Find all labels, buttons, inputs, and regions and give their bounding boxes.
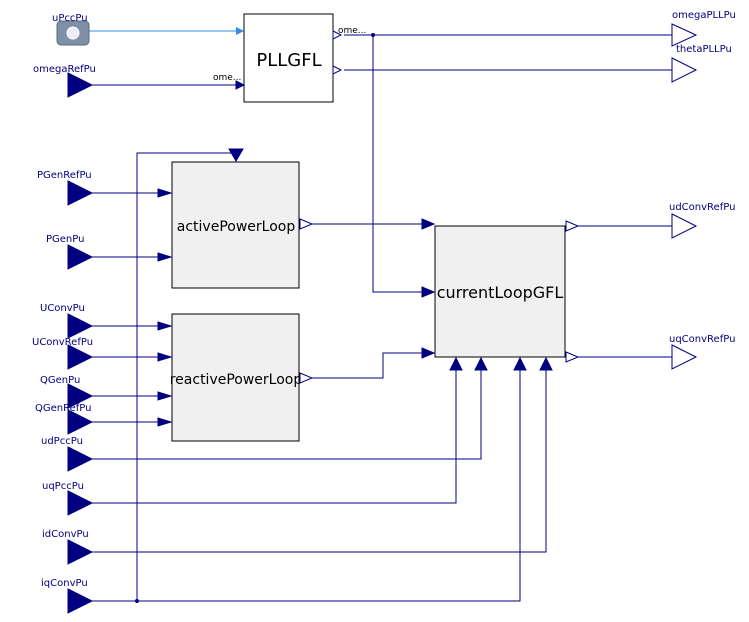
reactive-power-loop-block[interactable] (171, 313, 300, 442)
omegapll-label: omegaPLLPu (672, 10, 736, 21)
uconvref-label: UConvRefPu (32, 337, 93, 348)
current-udpcc-in-port (474, 356, 488, 371)
pgenref-connector[interactable] (67, 180, 94, 206)
pgen-label: PGenPu (46, 234, 84, 245)
wire-reactive-current (312, 352, 428, 379)
active-power-loop-title: activePowerLoop (177, 219, 296, 235)
current-uqpcc-in-port (449, 356, 463, 371)
uconvref-connector[interactable] (67, 344, 94, 370)
current-iqconv-in-port (513, 356, 527, 371)
omegaref-label: omegaRefPu (33, 64, 96, 75)
reactive-out-port (299, 372, 314, 384)
udpcc-label: udPccPu (41, 436, 83, 447)
omegaref-connector[interactable] (67, 72, 94, 98)
current-pref-in-port (421, 218, 436, 230)
qgenref-label: QGenRefPu (35, 403, 91, 414)
active-pgen-in-port (157, 252, 173, 262)
pll-block[interactable] (243, 13, 334, 103)
idconv-label: idConvPu (42, 529, 89, 540)
reactive-qgenref-in-port (157, 417, 173, 427)
pgenref-label: PGenRefPu (37, 170, 92, 181)
current-idconv-in-port (539, 356, 553, 371)
current-omega-in-port (421, 286, 436, 298)
active-power-loop-block[interactable] (171, 161, 300, 289)
pll-ome-in-label: ome... (213, 73, 241, 83)
thetapll-label: thetaPLLPu (676, 44, 732, 55)
pll-block-title: PLLGFL (256, 50, 321, 71)
active-omega-in-port (228, 148, 244, 162)
wire-iqconv (90, 370, 521, 602)
thetapll-connector[interactable] (671, 57, 698, 83)
pll-omega-out-port (332, 30, 343, 40)
pll-theta-out-port (332, 65, 343, 75)
wire-idconv (90, 370, 547, 553)
reactive-uconv-in-port (157, 321, 173, 331)
uqconvref-connector[interactable] (671, 344, 698, 370)
udpcc-connector[interactable] (67, 446, 94, 472)
wire-uqpcc (90, 370, 457, 504)
udconvref-connector[interactable] (671, 213, 698, 239)
upcc-label: uPccPu (52, 13, 88, 24)
qgen-label: QGenPu (40, 375, 80, 386)
uqpcc-label: uqPccPu (42, 481, 84, 492)
uqpcc-connector[interactable] (67, 490, 94, 516)
current-loop-block[interactable] (434, 225, 566, 358)
active-out-port (299, 218, 314, 230)
pgen-connector[interactable] (67, 244, 94, 270)
qgenref-connector[interactable] (67, 409, 94, 435)
uconv-label: UConvPu (40, 303, 85, 314)
upcc-connector-icon (66, 26, 80, 40)
wire-omega-currentloop (372, 35, 428, 293)
wire-omegaref-bus (136, 152, 236, 601)
idconv-connector[interactable] (67, 539, 94, 565)
current-ud-out-port (565, 220, 580, 232)
reactive-uconvref-in-port (157, 352, 173, 362)
current-uq-out-port (565, 351, 580, 363)
reactive-qgen-in-port (157, 391, 173, 401)
pll-omegaref-in-port (235, 80, 246, 90)
qgen-connector[interactable] (67, 383, 94, 409)
pll-ome-out-label: ome... (338, 26, 366, 36)
uqconvref-label: uqConvRefPu (669, 334, 735, 345)
current-loop-title: currentLoopGFL (437, 283, 564, 302)
uconv-connector[interactable] (67, 313, 94, 339)
iqconv-label: iqConvPu (41, 578, 88, 589)
wire-udpcc (90, 370, 482, 460)
current-qref-in-port (421, 347, 436, 359)
wire-upcc-arrow (236, 27, 244, 35)
iqconv-connector[interactable] (67, 588, 94, 614)
udconvref-label: udConvRefPu (669, 202, 735, 213)
active-pgenref-in-port (157, 188, 173, 198)
reactive-power-loop-title: reactivePowerLoop (170, 372, 303, 388)
omegapll-connector[interactable] (671, 23, 698, 47)
